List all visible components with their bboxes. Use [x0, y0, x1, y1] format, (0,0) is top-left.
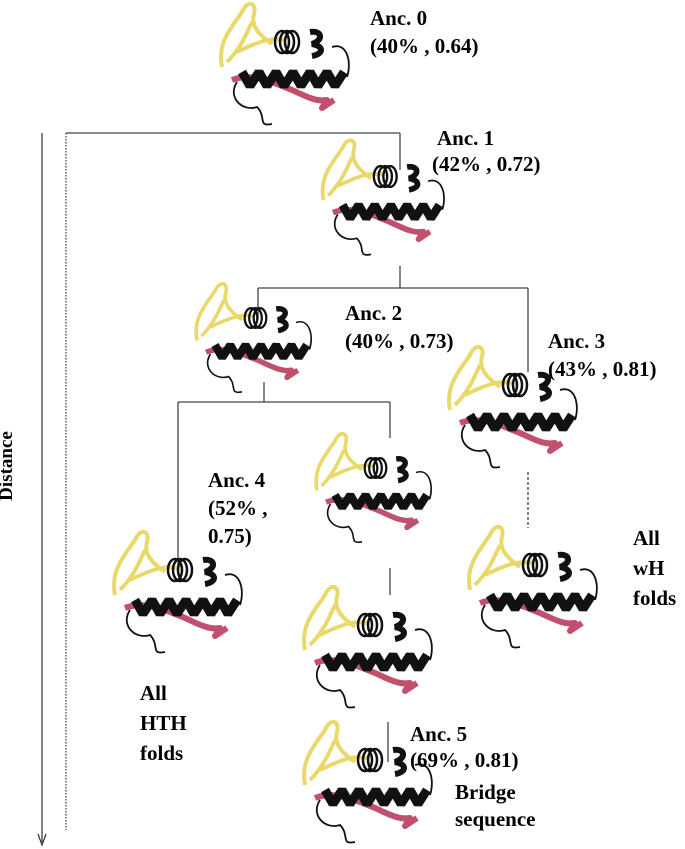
yellow-strand	[447, 345, 513, 411]
helix-coil	[273, 29, 291, 55]
helix-coil	[278, 29, 296, 55]
anc3-name: Anc. 3	[548, 329, 606, 353]
loop	[125, 573, 243, 654]
yellow-strand	[320, 138, 383, 201]
wh-label-1: All	[633, 526, 660, 550]
anc5-stats: (69% , 0.81)	[410, 748, 519, 772]
helix-coil	[506, 372, 524, 398]
anc2-stats: (40% , 0.73)	[345, 329, 454, 353]
hth-label-2: HTH	[140, 711, 187, 735]
anc4-stats-2: 0.75)	[208, 524, 252, 548]
helix-coil	[372, 164, 389, 189]
short-helix	[557, 551, 572, 582]
helix-coil	[252, 306, 268, 330]
short-helix	[406, 163, 421, 193]
long-helix	[321, 652, 431, 672]
helix-coil	[377, 164, 394, 189]
long-helix	[211, 342, 311, 360]
protein-anc1	[320, 138, 445, 256]
helix-coil	[361, 612, 379, 638]
helix-coil	[368, 456, 383, 480]
short-helix	[309, 28, 324, 59]
long-helix	[338, 202, 443, 221]
anc5-name: Anc. 5	[410, 722, 468, 746]
helix-coil	[361, 747, 379, 773]
helix-coil	[248, 306, 263, 330]
helix-coil	[511, 372, 529, 398]
loop	[315, 763, 433, 844]
loop	[232, 45, 350, 126]
protein-anc0	[219, 2, 350, 126]
yellow-strand	[302, 585, 368, 651]
helix-coil	[366, 612, 384, 638]
wh-label-2: wH	[633, 556, 665, 580]
protein-anc3	[447, 345, 578, 469]
yellow-strand	[112, 530, 178, 596]
long-helix	[486, 592, 596, 612]
protein-bridge	[302, 720, 433, 844]
helix-coil	[366, 747, 384, 773]
long-helix	[321, 787, 431, 807]
anc0-stats: (40% , 0.64)	[370, 34, 479, 58]
yellow-strand	[302, 720, 368, 786]
short-helix	[275, 306, 289, 334]
long-helix	[466, 412, 576, 432]
helix-coil	[283, 29, 301, 55]
short-helix	[392, 611, 407, 642]
protein-anc4	[314, 432, 432, 544]
loop	[460, 388, 578, 469]
protein-hth	[112, 530, 243, 654]
long-helix	[131, 597, 241, 617]
protein-wh	[467, 525, 598, 649]
helix-coil	[243, 306, 259, 330]
hth-label-1: All	[140, 681, 167, 705]
wh-label-3: folds	[633, 586, 677, 610]
loop	[333, 179, 445, 256]
distance-axis-arrow	[37, 133, 47, 847]
anc4-name: Anc. 4	[208, 468, 266, 492]
protein-anc5	[302, 585, 433, 709]
loop	[315, 628, 433, 709]
helix-coil	[363, 456, 379, 480]
tree-branches	[65, 132, 529, 830]
protein-anc2	[194, 282, 312, 394]
short-helix	[537, 371, 552, 402]
helix-coil	[382, 164, 398, 189]
yellow-strand	[314, 432, 374, 491]
yellow-strand	[219, 2, 285, 68]
loop	[206, 321, 312, 394]
helix-coil	[356, 747, 374, 773]
anc2-name: Anc. 2	[345, 301, 403, 325]
bridge-label-2: sequence	[455, 807, 536, 831]
helix-coil	[501, 372, 519, 398]
loop	[326, 471, 432, 544]
helix-coil	[171, 557, 189, 583]
anc3-stats: (43% , 0.81)	[548, 357, 657, 381]
anc1-stats: (42% , 0.72)	[432, 152, 541, 176]
short-helix	[395, 456, 409, 484]
short-helix	[202, 556, 217, 587]
helix-coil	[372, 456, 388, 480]
bridge-label-1: Bridge	[455, 780, 516, 804]
distance-axis-label: Distance	[0, 431, 17, 501]
helix-coil	[531, 552, 549, 578]
helix-coil	[521, 552, 539, 578]
anc1-name: Anc. 1	[437, 126, 495, 150]
yellow-strand	[194, 282, 254, 341]
yellow-strand	[467, 525, 533, 591]
short-helix	[392, 746, 407, 777]
long-helix	[238, 69, 348, 89]
hth-label-3: folds	[140, 741, 184, 765]
helix-coil	[166, 557, 184, 583]
helix-coil	[526, 552, 544, 578]
loop	[480, 568, 598, 649]
long-helix	[331, 492, 431, 510]
helix-coil	[356, 612, 374, 638]
anc4-stats-1: (52% ,	[208, 496, 268, 520]
helix-coil	[176, 557, 194, 583]
anc0-name: Anc. 0	[370, 6, 428, 30]
